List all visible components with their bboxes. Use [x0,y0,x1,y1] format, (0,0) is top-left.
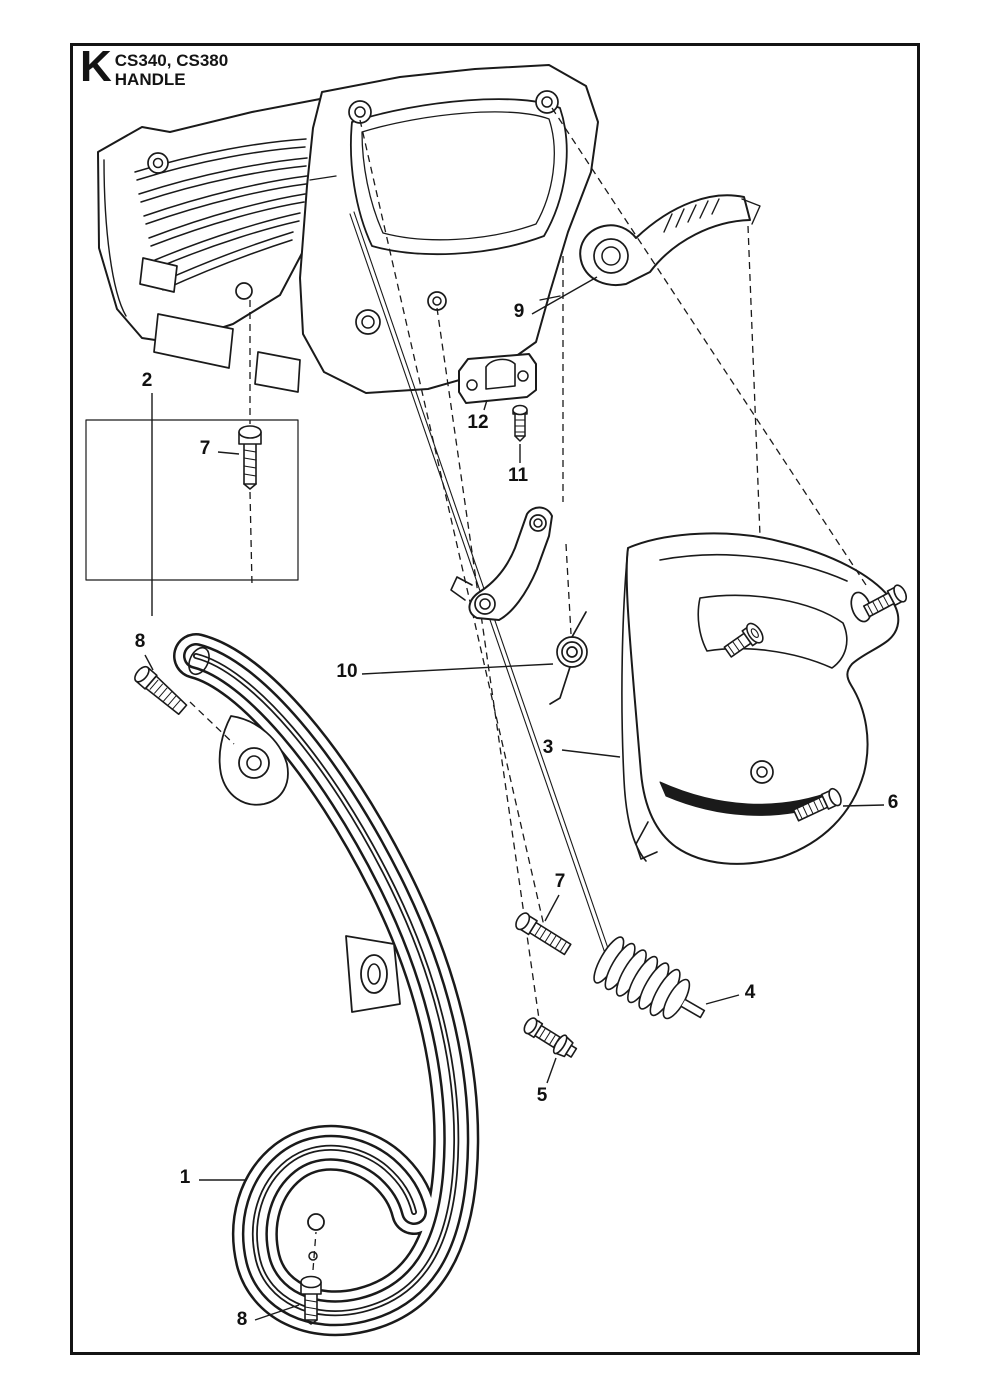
projection-box [85,419,299,581]
callout-4: 4 [744,982,756,1003]
screw-8-bottom-drawing [300,1275,322,1325]
screw-rear-top-drawing [862,584,908,618]
callout-6: 6 [887,792,899,813]
spring-4-drawing [593,936,706,1020]
callout-12: 12 [467,412,489,433]
callout-7-mid: 7 [554,871,566,892]
callout-8-top: 8 [134,631,146,652]
front-handle-drawing [185,645,456,1314]
callout-3: 3 [542,737,554,758]
callout-11: 11 [507,465,529,486]
callout-1: 1 [179,1167,191,1188]
screw-5-drawing [523,1017,578,1058]
figure-header: K CS340, CS380 HANDLE [80,42,228,91]
model-names: CS340, CS380 [114,51,229,70]
diagram-border-frame [70,43,920,1355]
screw-6-drawing [792,787,842,822]
callout-5: 5 [536,1085,548,1106]
callout-8-bottom: 8 [236,1309,248,1330]
figure-header-text: CS340, CS380 HANDLE [115,47,228,89]
callout-leader-lines [144,276,885,1321]
screw-rear-center-drawing [723,622,764,658]
callout-7-top: 7 [199,438,211,459]
screw-7-top-drawing [238,425,262,490]
throttle-lever-drawing [579,194,761,286]
screw-11-drawing [512,404,528,442]
clamp-bracket-drawing [458,353,537,404]
callout-9: 9 [513,301,525,322]
lockout-lever-drawing [450,506,553,621]
screw-7-mid-drawing [515,912,572,956]
rear-handle-drawing [621,532,900,865]
section-letter: K [80,42,112,91]
torsion-spring-drawing [549,611,588,705]
figure-title: HANDLE [114,70,186,90]
throttle-rod-line [349,211,612,960]
handle-housing-top-drawing [153,64,599,394]
callout-10: 10 [336,661,358,682]
screw-8-top-drawing [134,665,188,716]
callout-2: 2 [141,370,153,391]
